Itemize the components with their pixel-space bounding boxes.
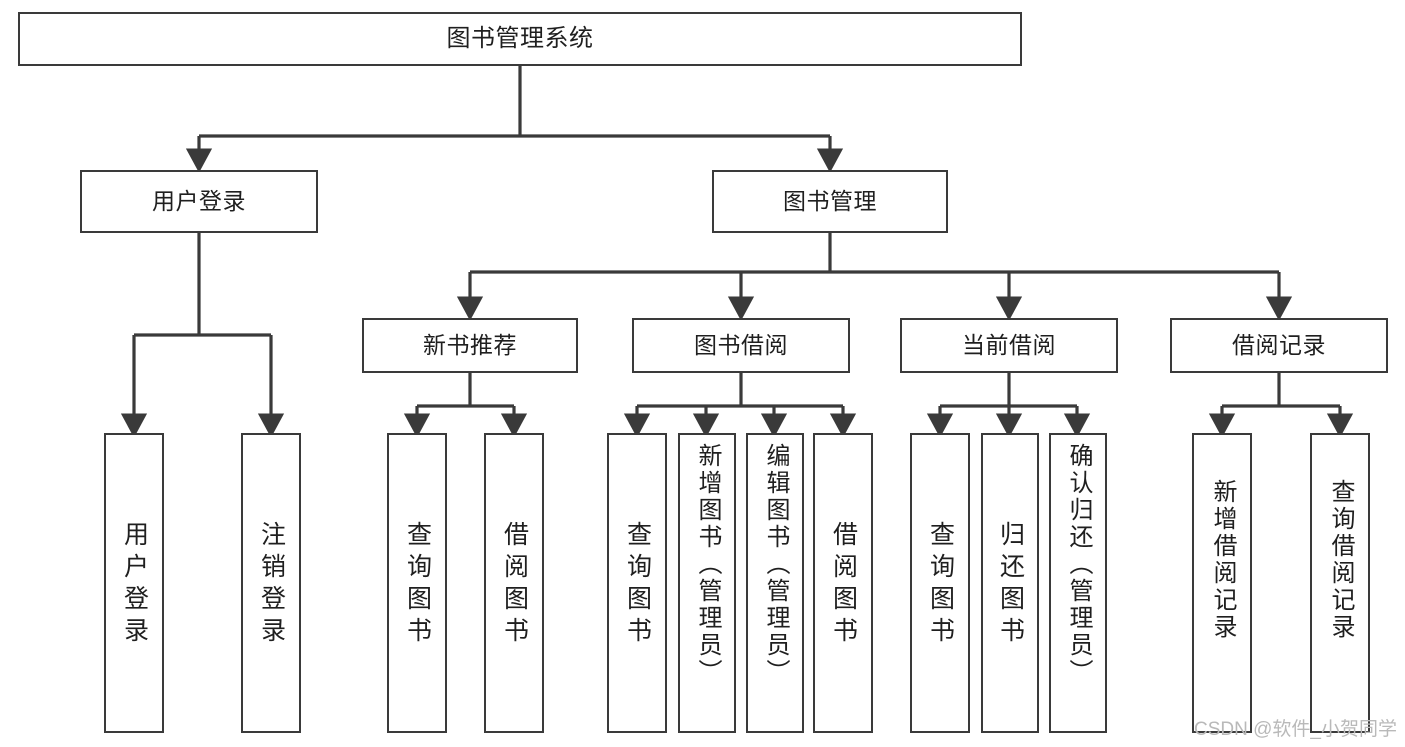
node-label: 新书推荐 [423,331,517,358]
node-label: 编辑图书（管理员） [762,443,789,686]
leaf-logout-login[interactable]: 注销登录 [241,433,301,733]
leaf-return-book[interactable]: 归还图书 [981,433,1039,733]
node-label: 归还图书 [996,521,1025,649]
node-label: 查询图书 [403,521,432,649]
node-user-login[interactable]: 用户登录 [80,170,318,233]
leaf-edit-book-admin[interactable]: 编辑图书（管理员） [746,433,804,733]
node-label: 查询图书 [926,521,955,649]
node-label: 借阅图书 [500,521,529,649]
node-label: 用户登录 [152,187,246,214]
node-label: 注销登录 [257,521,286,649]
node-label: 借阅记录 [1232,331,1326,358]
leaf-add-borrowing-record[interactable]: 新增借阅记录 [1192,433,1252,733]
node-label: 当前借阅 [962,331,1056,358]
node-label: 确认归还（管理员） [1065,443,1092,686]
leaf-query-book-borrowing[interactable]: 查询图书 [607,433,667,733]
node-borrowing-record[interactable]: 借阅记录 [1170,318,1388,373]
csdn-watermark: CSDN @软件_小贺同学 [1194,719,1397,740]
node-current-borrowing[interactable]: 当前借阅 [900,318,1118,373]
node-label: 查询图书 [623,521,652,649]
node-book-borrowing[interactable]: 图书借阅 [632,318,850,373]
leaf-query-borrowing-record[interactable]: 查询借阅记录 [1310,433,1370,733]
node-label: 查询借阅记录 [1327,479,1354,641]
node-label: 新增图书（管理员） [694,443,721,686]
node-label: 图书管理 [783,187,877,214]
node-book-management[interactable]: 图书管理 [712,170,948,233]
node-label: 借阅图书 [829,521,858,649]
node-label: 图书管理系统 [446,24,594,52]
node-label: 新增借阅记录 [1209,479,1236,641]
leaf-confirm-return-admin[interactable]: 确认归还（管理员） [1049,433,1107,733]
leaf-borrow-book-borrowing[interactable]: 借阅图书 [813,433,873,733]
node-new-book-recommendation[interactable]: 新书推荐 [362,318,578,373]
leaf-borrow-book-new-book[interactable]: 借阅图书 [484,433,544,733]
leaf-query-book-new-book[interactable]: 查询图书 [387,433,447,733]
node-label: 图书借阅 [694,331,788,358]
node-book-management-system[interactable]: 图书管理系统 [18,12,1022,66]
node-label: 用户登录 [120,521,149,649]
leaf-user-login[interactable]: 用户登录 [104,433,164,733]
leaf-add-book-admin[interactable]: 新增图书（管理员） [678,433,736,733]
leaf-query-book-current[interactable]: 查询图书 [910,433,970,733]
